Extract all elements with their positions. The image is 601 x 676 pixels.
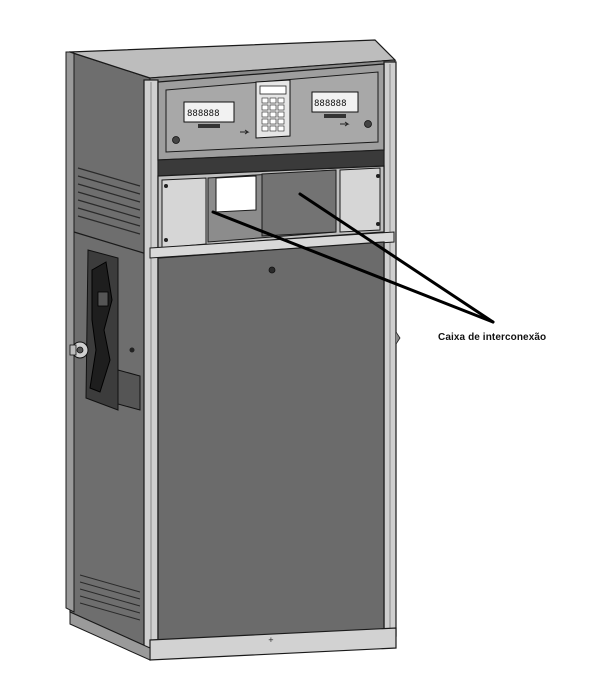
right-price-display: 888888 — [311, 91, 359, 118]
nozzle-holster — [85, 249, 141, 411]
front-door-panel — [157, 241, 385, 641]
callout-leader-lines — [211, 192, 495, 324]
front-frame — [143, 61, 397, 649]
middle-rail — [149, 231, 395, 259]
side-lock — [69, 341, 89, 359]
callout-label: Caixa de interconexão — [438, 332, 547, 343]
base-plinth: + — [69, 611, 397, 661]
svg-text:+: + — [268, 636, 274, 644]
lower-vent-louvers — [79, 574, 141, 621]
keypad-module — [255, 79, 291, 139]
left-side-panel — [65, 51, 151, 649]
left-price-display: 888888 — [183, 101, 235, 128]
left-display-digits: 888888 — [187, 109, 220, 119]
upper-vent-louvers — [77, 167, 141, 235]
right-display-digits: 888888 — [314, 99, 347, 109]
interconnection-box-window — [215, 175, 257, 213]
display-head: 888888 888888 — [157, 63, 385, 161]
